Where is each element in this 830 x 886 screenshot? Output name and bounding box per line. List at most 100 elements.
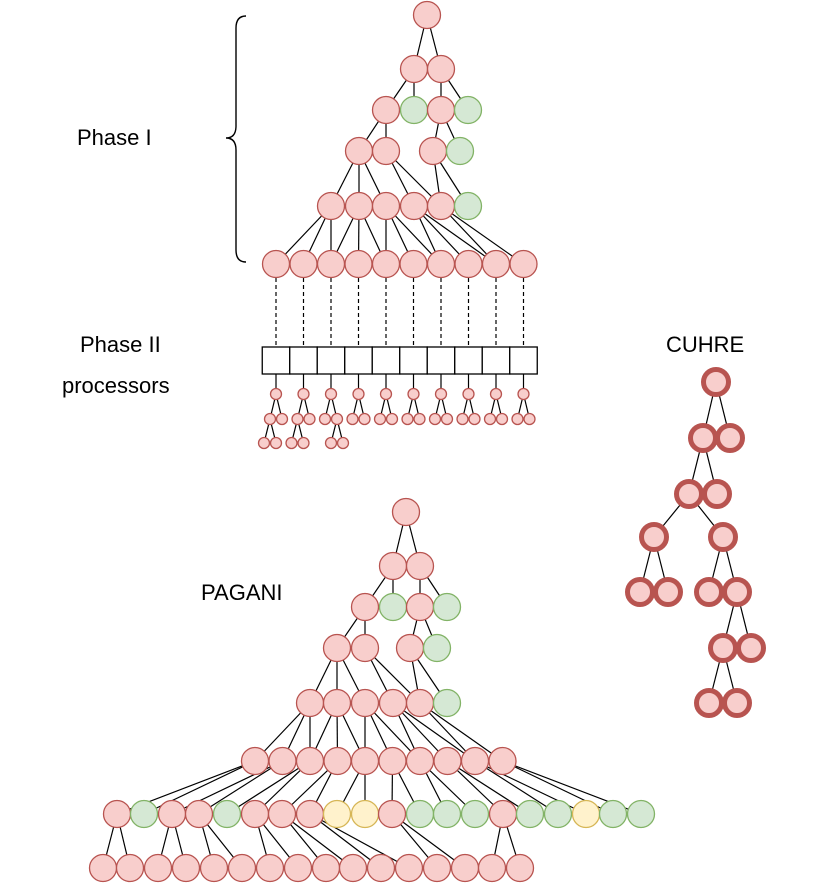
pagani-node: [477, 853, 507, 883]
pagani-node: [405, 688, 435, 718]
phase2-node: [511, 412, 524, 426]
pagani-node: [378, 688, 408, 718]
pagani-node: [322, 688, 352, 718]
pagani-node: [432, 799, 462, 829]
phase1-node: [453, 95, 483, 125]
phase2-node: [456, 412, 469, 426]
phase1-node: [371, 249, 401, 279]
phase1-node: [371, 191, 401, 221]
pagani-node: [184, 799, 214, 829]
pagani-node: [283, 853, 313, 883]
pagani-node: [378, 746, 407, 776]
phase1-node: [426, 191, 456, 221]
pagani-node: [350, 688, 380, 718]
phase2-node: [269, 436, 283, 450]
pagani-edge: [226, 760, 311, 815]
pagani-node: [395, 633, 425, 663]
phase2-node: [379, 387, 393, 401]
cuhre-node: [688, 423, 718, 453]
pagani-node: [422, 633, 452, 663]
phase1-node: [445, 136, 475, 166]
phase2-node: [297, 387, 310, 401]
pagani-node: [143, 853, 173, 883]
cuhre-node: [694, 577, 724, 607]
phase2-node: [373, 412, 387, 426]
pagani-node: [488, 799, 518, 829]
phase2-node: [324, 387, 338, 401]
pagani-node: [450, 853, 480, 883]
processor-box: [481, 346, 511, 375]
phase1-node: [509, 249, 538, 279]
pagani-node: [432, 592, 462, 622]
pagani-node: [338, 853, 368, 883]
cuhre-node: [722, 577, 752, 607]
cuhre-node: [722, 688, 752, 718]
phase2-node: [468, 412, 481, 426]
pagani-node: [366, 853, 396, 883]
pagani-node: [115, 853, 145, 883]
phase1-node: [316, 249, 346, 279]
phase2-node: [324, 436, 338, 450]
pagani-node: [432, 688, 462, 718]
pagani-node: [350, 799, 380, 829]
phase2-node: [440, 412, 454, 426]
phase2-node: [462, 387, 475, 401]
phase2-node: [318, 412, 332, 426]
phase2-node: [330, 412, 344, 426]
pagani-node: [227, 853, 257, 883]
pagani-node: [295, 799, 325, 829]
pagani-node: [460, 746, 490, 776]
phase2-node: [495, 412, 509, 426]
pagani-node: [199, 853, 229, 883]
pagani-node: [405, 551, 435, 581]
pagani-node: [240, 799, 270, 829]
phase2-node: [483, 412, 497, 426]
pagani-edge: [419, 702, 503, 762]
phase2-node: [434, 387, 448, 401]
phase-one-label: Phase I: [77, 125, 152, 150]
phase2-node: [428, 412, 442, 426]
pagani-node: [268, 746, 297, 776]
cuhre-node: [674, 479, 704, 509]
pagani-node: [322, 633, 352, 663]
phase1-node: [399, 249, 428, 279]
phase1-node: [344, 249, 373, 279]
pagani-node: [88, 853, 118, 883]
cuhre-node: [708, 633, 738, 663]
processor-box: [509, 346, 538, 375]
phase1-node: [426, 249, 456, 279]
phase-one-brace: [225, 15, 247, 263]
processor-box: [316, 346, 346, 375]
phase1-node: [399, 191, 429, 221]
pagani-node: [322, 799, 352, 829]
pagani-node: [255, 853, 285, 883]
pagani-node: [405, 799, 435, 829]
cuhre-node: [694, 688, 724, 718]
pagani-node: [598, 799, 628, 829]
processors-label: processors: [62, 373, 170, 398]
pagani-node: [394, 853, 424, 883]
pagani-node: [378, 592, 408, 622]
phase2-node: [346, 412, 359, 426]
pagani-node: [212, 799, 242, 829]
pagani-node: [422, 853, 452, 883]
phase2-node: [336, 436, 350, 450]
pagani-node: [157, 799, 187, 829]
phase1-edge: [440, 205, 524, 265]
phase2-node: [269, 387, 283, 401]
phase2-node: [401, 412, 414, 426]
pagani-node: [377, 799, 407, 829]
pagani-node: [350, 746, 380, 776]
phase2-node: [407, 387, 420, 401]
pagani-node: [433, 746, 462, 776]
phase2-node: [413, 412, 426, 426]
phase2-node: [303, 412, 316, 426]
phase1-node: [261, 249, 291, 279]
pagani-node: [129, 799, 159, 829]
phase1-node: [412, 0, 442, 30]
phase1-node: [426, 54, 456, 84]
pagani-node: [311, 853, 341, 883]
processor-box: [399, 346, 428, 375]
pagani-node: [391, 497, 421, 527]
cuhre-node: [653, 577, 683, 607]
